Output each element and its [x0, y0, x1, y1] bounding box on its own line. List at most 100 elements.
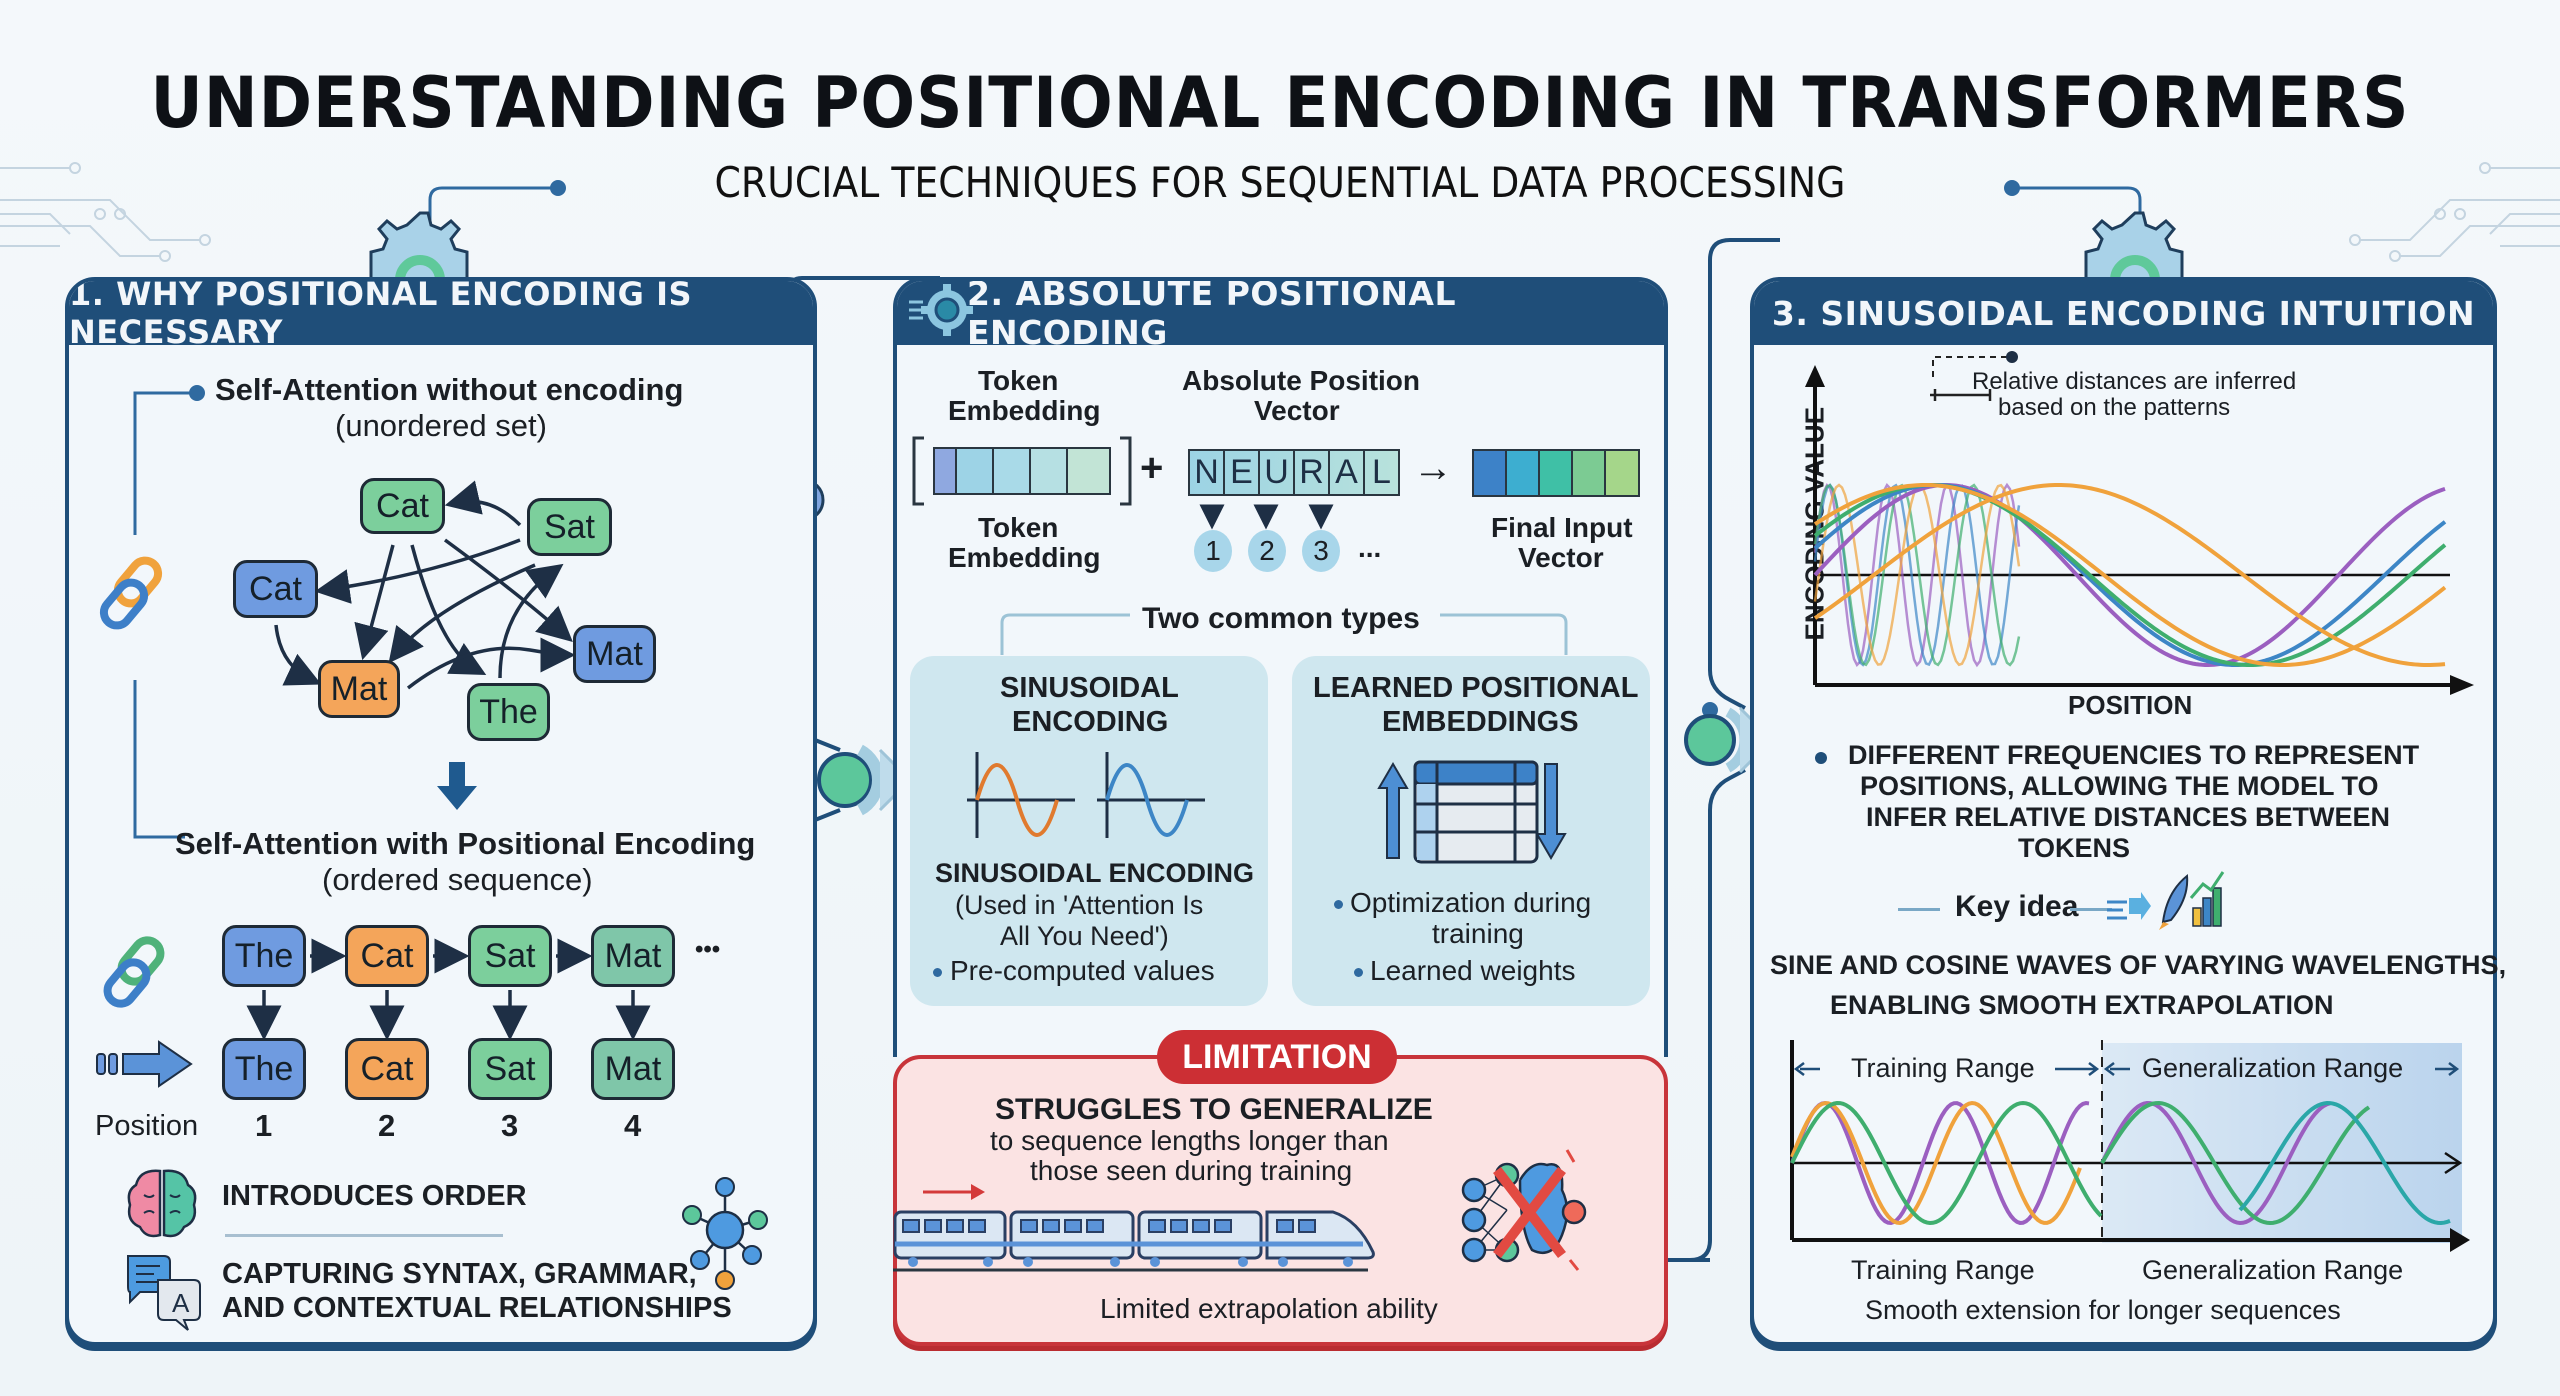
- sequence-token-the: The: [222, 925, 306, 987]
- sinusoidal-title-line2: ENCODING: [1012, 706, 1169, 738]
- neural-vector: N E U R A L: [1188, 449, 1400, 496]
- annotation-line1: Relative distances are inferred: [1972, 368, 2297, 395]
- network-nodes-icon: [682, 1177, 768, 1290]
- circuit-decoration-right: [2349, 162, 2560, 262]
- learned-bullet-1a: Optimization during: [1350, 887, 1592, 918]
- annotation-line2: based on the patterns: [1998, 394, 2231, 421]
- neural-letter: N: [1190, 451, 1225, 494]
- position-circle-3: 3: [1302, 530, 1340, 572]
- bullet-dot: [933, 968, 942, 977]
- panel-1-title: 1. WHY POSITIONAL ENCODING IS NECESSARY: [69, 281, 813, 351]
- position-number-1: 1: [255, 1108, 273, 1143]
- positioned-token-cat: Cat: [345, 1038, 429, 1100]
- limitation-badge: LIMITATION: [1157, 1030, 1397, 1084]
- extrapolation-wave-line: [2100, 1101, 2371, 1226]
- sinusoidal-desc-line2: All You Need'): [1000, 921, 1169, 951]
- token-embedding-bottom-line2: Embedding: [948, 542, 1101, 573]
- sinusoidal-wave-chart: [1805, 351, 2474, 695]
- bullet-line-1: DIFFERENT FREQUENCIES TO REPRESENT: [1848, 740, 2420, 770]
- limitation-line2: those seen during training: [1030, 1155, 1353, 1186]
- wave-line: [1813, 483, 2447, 667]
- bullet-dot: [1334, 900, 1343, 909]
- x-axis-label: POSITION: [2068, 690, 2193, 720]
- subtitle-connector-left: [428, 180, 566, 240]
- sequence-token-cat: Cat: [345, 925, 429, 987]
- extrapolation-wave-line: [2238, 1101, 2451, 1225]
- positioned-token-sat: Sat: [468, 1038, 552, 1100]
- bullet-line-2: POSITIONS, ALLOWING THE MODEL TO: [1860, 771, 2379, 801]
- embedding-table-icon: [1377, 760, 1567, 864]
- two-types-bracket: [1000, 613, 1568, 655]
- generalization-range-bottom: Generalization Range: [2142, 1255, 2404, 1285]
- position-circle-2: 2: [1248, 530, 1286, 572]
- down-arrow-icon: [437, 762, 477, 810]
- connector-panel2-panel3: [1668, 238, 1780, 1262]
- position-number-4: 4: [624, 1108, 642, 1143]
- absolute-position-top-line2: Vector: [1254, 395, 1340, 426]
- extrapolation-wave-line: [1790, 1100, 2082, 1225]
- extrapolation-wave-line: [1790, 1100, 2103, 1225]
- benefit-introduces-order: INTRODUCES ORDER: [222, 1180, 527, 1212]
- neural-letter: A: [1330, 451, 1365, 494]
- growth-icons: [2107, 871, 2225, 930]
- brain-icon: [127, 1169, 197, 1238]
- sequence-token-sat: Sat: [468, 925, 552, 987]
- wave-line: [1813, 483, 2446, 667]
- link-chain-icon: [103, 936, 165, 1008]
- token-node-sat: Sat: [527, 498, 612, 556]
- bullet-dot: [1354, 968, 1363, 977]
- limitation-line1: to sequence lengths longer than: [990, 1125, 1389, 1156]
- two-common-types: Two common types: [1142, 602, 1420, 635]
- positioned-token-the: The: [222, 1038, 306, 1100]
- extrapolation-wave-line: [1790, 1100, 2090, 1225]
- arrow-to-final: →: [1413, 446, 1453, 490]
- limitation-heading: STRUGGLES TO GENERALIZE: [995, 1093, 1433, 1126]
- token-node-cat: Cat: [360, 478, 445, 534]
- sinusoidal-title-line1: SINUSOIDAL: [1000, 672, 1179, 704]
- generalization-range-top: Generalization Range: [2142, 1053, 2404, 1083]
- absolute-position-top-line1: Absolute Position: [1182, 365, 1420, 396]
- bullet-dot: [1815, 752, 1827, 764]
- learned-title-line1: LEARNED POSITIONAL: [1313, 672, 1639, 704]
- plus-sign: +: [1140, 446, 1164, 490]
- sequence-ellipsis: •••: [695, 936, 721, 963]
- key-idea-line1: SINE AND COSINE WAVES OF VARYING WAVELEN…: [1770, 950, 2507, 980]
- token-node-mat: Mat: [573, 625, 656, 683]
- key-idea-rule-left: [1898, 908, 1940, 911]
- extrapolation-caption: Smooth extension for longer sequences: [1865, 1295, 2341, 1325]
- wave-line: [1813, 483, 2021, 667]
- token-node-cat: Cat: [233, 560, 318, 618]
- positioned-token-mat: Mat: [591, 1038, 675, 1100]
- limitation-caption: Limited extrapolation ability: [1100, 1293, 1438, 1324]
- neural-letter: R: [1295, 451, 1330, 494]
- sinusoidal-encoding-card: [910, 656, 1268, 1006]
- token-node-the: The: [467, 683, 550, 741]
- key-idea-line2: ENABLING SMOOTH EXTRAPOLATION: [1830, 990, 2334, 1020]
- benefit-syntax-line1: CAPTURING SYNTAX, GRAMMAR,: [222, 1258, 697, 1290]
- learned-bullet-1b: training: [1432, 918, 1524, 949]
- unordered-subheading: (unordered set): [335, 408, 547, 443]
- extrapolation-chart: [1790, 1040, 2470, 1252]
- position-circle-1: 1: [1194, 530, 1232, 572]
- token-embedding-top-line1: Token: [978, 365, 1059, 396]
- panel-3-title: 3. SINUSOIDAL ENCODING INTUITION: [1754, 281, 2493, 345]
- token-embedding-bottom-line1: Token: [978, 512, 1059, 543]
- sinusoidal-desc-title: SINUSOIDAL ENCODING: [935, 858, 1255, 888]
- wave-line: [1813, 483, 2446, 667]
- page-title: UNDERSTANDING POSITIONAL ENCODING IN TRA…: [150, 62, 2410, 144]
- learned-title-line2: EMBEDDINGS: [1382, 706, 1579, 738]
- training-range-top: Training Range: [1851, 1053, 2035, 1083]
- bullet-line-3: INFER RELATIVE DISTANCES BETWEEN: [1866, 802, 2391, 832]
- ordered-subheading: (ordered sequence): [322, 862, 593, 897]
- bullet-line-4: TOKENS: [2018, 833, 2131, 863]
- position-ellipsis: ...: [1358, 532, 1382, 563]
- ordered-heading: Self-Attention with Positional Encoding: [175, 826, 756, 861]
- sine-wave-icon: [967, 752, 1205, 838]
- final-input-vector: [1472, 449, 1640, 497]
- token-embedding-top-line2: Embedding: [948, 395, 1101, 426]
- extrapolation-wave-line: [2100, 1101, 2331, 1225]
- position-number-2: 2: [378, 1108, 396, 1143]
- unordered-heading: Self-Attention without encoding: [215, 372, 684, 407]
